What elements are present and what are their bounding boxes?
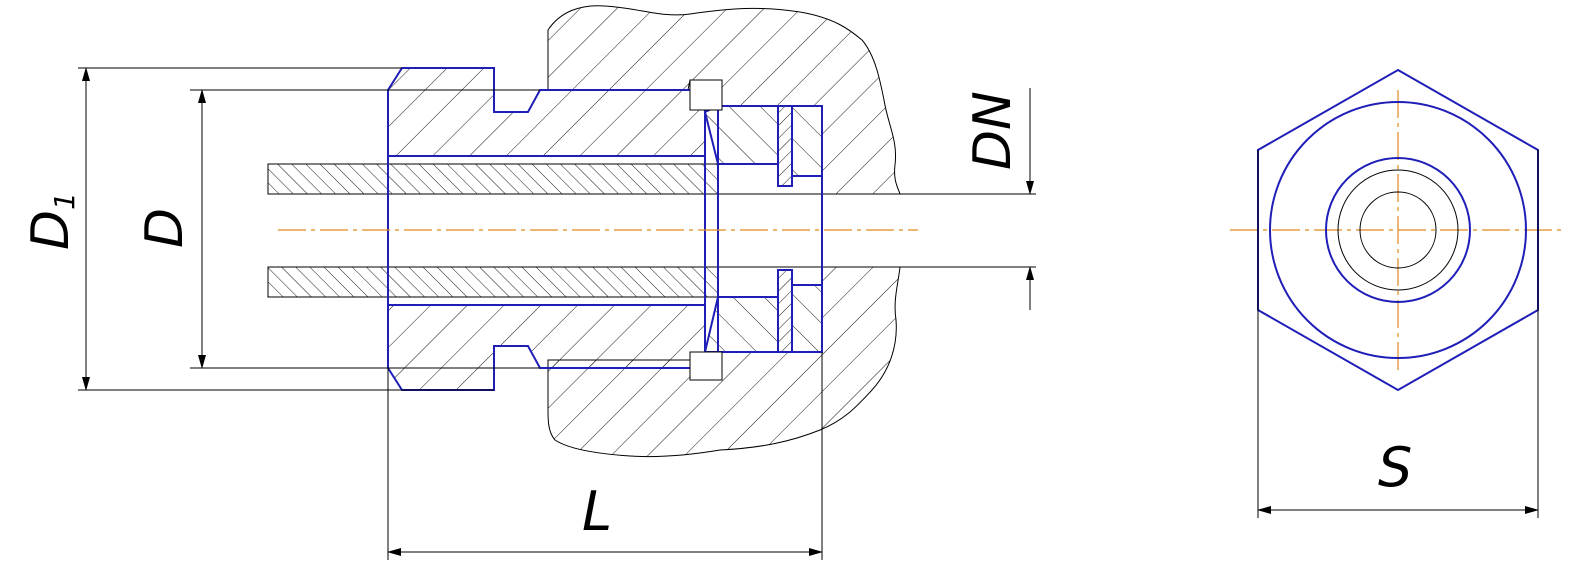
- ferrule-upper: [703, 105, 779, 165]
- ferrule-ring-top: [777, 105, 793, 187]
- seal-bottom: [791, 284, 823, 353]
- bore-circle-mid: [1337, 169, 1459, 291]
- bore-circle-outer: [1325, 157, 1471, 303]
- dim-d1: D1: [21, 67, 494, 391]
- bore-circle-inner: [1359, 191, 1437, 269]
- ferrule-lower: [703, 296, 779, 353]
- nut: [387, 67, 706, 391]
- ferrule: [703, 105, 823, 353]
- dim-dn-label: DN: [963, 91, 1023, 170]
- ferrule-ring-bottom: [777, 269, 793, 353]
- chamfer-circle: [1269, 101, 1527, 359]
- tube-wall-top: [267, 163, 719, 195]
- dim-d: D: [135, 89, 540, 369]
- port-recess: [689, 79, 723, 381]
- dim-l: L: [387, 352, 823, 560]
- housing-section: [547, 5, 901, 458]
- dim-d1-label: D1: [21, 192, 81, 250]
- dim-s-label: S: [1378, 436, 1412, 499]
- tube: [267, 163, 900, 298]
- dim-s: S: [1257, 150, 1539, 518]
- dim-l-label: L: [582, 480, 612, 543]
- dim-d-label: D: [135, 208, 195, 248]
- tube-wall-bottom: [267, 266, 719, 298]
- housing-lower: [547, 266, 901, 458]
- dim-dn: DN: [900, 88, 1036, 310]
- seal-top: [791, 105, 823, 177]
- nut-lower: [387, 304, 706, 391]
- housing-upper: [547, 5, 901, 195]
